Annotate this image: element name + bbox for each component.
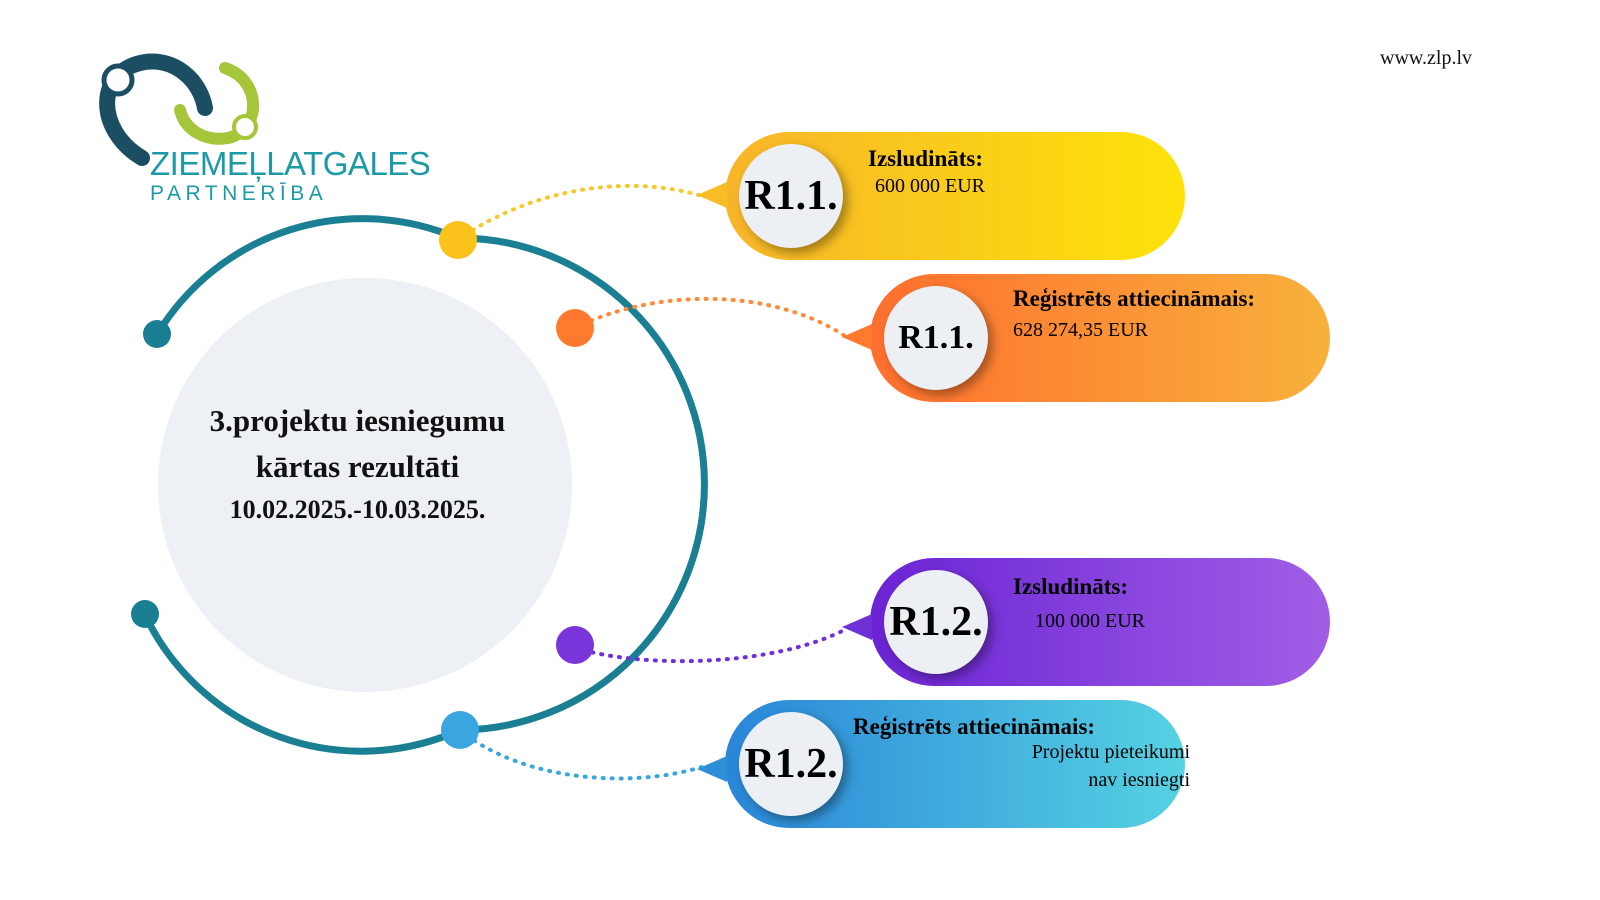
connector-2 xyxy=(573,296,850,340)
result-card-r11-announced: R1.1. Izsludināts: 600 000 EUR xyxy=(697,132,1185,260)
connector-4 xyxy=(458,728,707,781)
node-dot-4 xyxy=(441,711,479,749)
code-badge: R1.2. xyxy=(739,712,843,816)
center-title: 3.projektu iesniegumu kārtas rezultāti 1… xyxy=(155,398,560,530)
code-badge: R1.2. xyxy=(884,570,988,674)
card-heading: Reģistrēts attiecināmais: xyxy=(1013,286,1256,311)
logo-line1: ZIEMEĻLATGALES xyxy=(150,145,431,182)
result-card-r12-announced: R1.2. Izsludināts: 100 000 EUR xyxy=(842,558,1330,686)
node-dot-3 xyxy=(556,626,594,664)
card-value: 100 000 EUR xyxy=(1035,610,1145,632)
card-heading: Izsludināts: xyxy=(1013,574,1129,599)
center-title-line2: kārtas rezultāti xyxy=(255,449,460,484)
card-pointer xyxy=(842,324,872,350)
card-value: 600 000 EUR xyxy=(875,175,985,197)
result-card-r12-registered: R1.2. Reģistrēts attiecināmais: Projektu… xyxy=(697,700,1190,828)
center-dates: 10.02.2025.-10.03.2025. xyxy=(229,495,486,524)
connector-3 xyxy=(573,626,850,664)
logo: ZIEMEĻLATGALES PARTNERĪBA xyxy=(150,145,431,205)
code-badge: R1.1. xyxy=(884,286,988,390)
card-pointer xyxy=(842,614,872,640)
card-value-line1: Projektu pieteikumi xyxy=(1031,741,1190,763)
card-value: 628 274,35 EUR xyxy=(1013,319,1148,341)
website-url[interactable]: www.zlp.lv xyxy=(1380,47,1473,69)
card-pointer xyxy=(697,756,727,782)
ring-end-dot-top xyxy=(143,320,171,348)
logo-mark xyxy=(99,53,260,166)
ring-arc-right xyxy=(456,234,708,734)
card-value-line2: nav iesniegti xyxy=(1088,769,1190,791)
node-dot-2 xyxy=(556,309,594,347)
card-pointer xyxy=(697,182,727,208)
ring-end-dot-bottom xyxy=(131,600,159,628)
ring-arc-top xyxy=(154,215,461,337)
ring-arc-bottom xyxy=(141,611,464,755)
code-badge: R1.1. xyxy=(739,144,843,248)
center-disc xyxy=(158,278,572,692)
node-dot-1 xyxy=(439,221,477,259)
card-heading: Izsludināts: xyxy=(868,146,984,171)
result-card-r11-registered: R1.1. Reģistrēts attiecināmais: 628 274,… xyxy=(842,274,1330,402)
card-value: Projektu pieteikumi nav iesniegti xyxy=(990,738,1190,794)
center-title-line1: 3.projektu iesniegumu xyxy=(209,403,506,438)
connector-1 xyxy=(456,183,707,242)
card-heading: Reģistrēts attiecināmais: xyxy=(853,714,1096,739)
logo-line2: PARTNERĪBA xyxy=(150,182,328,205)
